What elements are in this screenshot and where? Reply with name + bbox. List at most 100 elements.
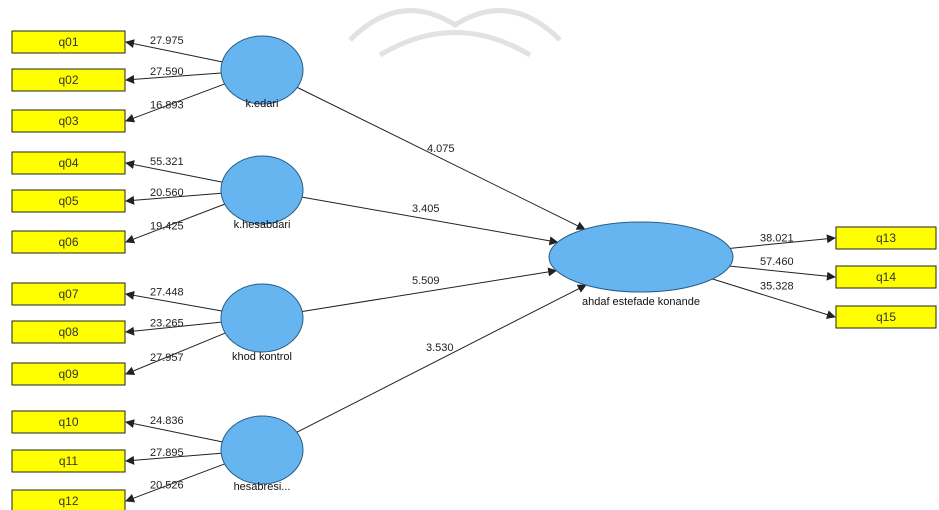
construct-ellipse-hesabresi <box>220 415 304 485</box>
loading-label-q06: 19.425 <box>150 221 184 233</box>
indicator-label-q08: q08 <box>58 325 78 339</box>
indicator-label-q10: q10 <box>58 415 78 429</box>
loading-arrow-q09 <box>125 332 226 376</box>
construct-ellipse-ahdaf <box>548 221 734 293</box>
loading-label-q01: 27.975 <box>150 35 184 47</box>
indicator-label-q09: q09 <box>58 367 78 381</box>
loading-arrow-q03 <box>125 83 225 123</box>
indicator-label-q12: q12 <box>58 494 78 508</box>
indicator-rect-q11 <box>11 449 126 473</box>
construct-label-khod_kontrol: khod kontrol <box>232 351 292 363</box>
loading-label-q11: 27.895 <box>150 447 184 459</box>
indicator-box-q15[interactable]: q15 <box>835 305 937 329</box>
path-coefficient-hesabresi: 3.530 <box>426 342 454 354</box>
indicator-label-q03: q03 <box>58 114 78 128</box>
construct-ellipse-khod_kontrol <box>220 283 304 353</box>
construct-label-ahdaf: ahdaf estefade konande <box>582 296 700 308</box>
indicator-box-q02[interactable]: q02 <box>11 68 126 92</box>
path-coefficient-k_hesabdari: 3.405 <box>412 203 440 215</box>
indicator-box-q14[interactable]: q14 <box>835 265 937 289</box>
loading-arrow-q14 <box>729 265 836 281</box>
path-coefficient-k_edari: 4.075 <box>427 143 455 155</box>
loading-arrow-q11 <box>125 452 222 465</box>
loading-arrow-q02 <box>125 72 222 84</box>
indicator-rect-q05 <box>11 189 126 213</box>
indicator-rect-q09 <box>11 362 126 386</box>
loading-arrow-q05 <box>125 192 222 205</box>
indicator-box-q11[interactable]: q11 <box>11 449 126 473</box>
loading-label-q13: 38.021 <box>760 232 794 244</box>
indicator-rect-q07 <box>11 282 126 306</box>
loading-label-q14: 57.460 <box>760 256 794 268</box>
construct-label-k_edari: k.edari <box>245 98 278 110</box>
indicator-box-q03[interactable]: q03 <box>11 109 126 133</box>
indicator-label-q14: q14 <box>876 270 896 284</box>
indicator-label-q15: q15 <box>876 310 896 324</box>
indicator-rect-q15 <box>835 305 937 329</box>
construct-label-hesabresi: hesabresi... <box>234 481 291 493</box>
loading-arrow-q13 <box>730 234 836 249</box>
path-arrow-khod_kontrol <box>302 267 558 313</box>
loading-arrow-q15 <box>712 278 836 319</box>
loading-arrow-q12 <box>125 463 225 503</box>
indicator-box-q04[interactable]: q04 <box>11 151 126 175</box>
path-coefficient-khod_kontrol: 5.509 <box>412 275 440 287</box>
indicator-box-q06[interactable]: q06 <box>11 230 126 254</box>
loading-label-q02: 27.590 <box>150 66 184 78</box>
construct-label-k_hesabdari: k.hesabdari <box>234 219 291 231</box>
indicator-rect-q08 <box>11 320 126 344</box>
loading-arrow-q10 <box>125 419 223 443</box>
loading-label-q15: 35.328 <box>760 281 794 293</box>
construct-ahdaf[interactable]: ahdaf estefade konande <box>548 221 734 308</box>
indicator-box-q05[interactable]: q05 <box>11 189 126 213</box>
indicator-label-q11: q11 <box>59 454 78 468</box>
indicator-box-q07[interactable]: q07 <box>11 282 126 306</box>
indicator-box-q09[interactable]: q09 <box>11 362 126 386</box>
indicator-box-q13[interactable]: q13 <box>835 226 937 250</box>
indicator-box-q10[interactable]: q10 <box>11 410 126 434</box>
loading-label-q07: 27.448 <box>150 286 184 298</box>
indicator-box-q08[interactable]: q08 <box>11 320 126 344</box>
loading-arrow-q07 <box>125 290 222 312</box>
indicator-label-q13: q13 <box>876 231 896 245</box>
loading-arrow-q04 <box>125 160 223 183</box>
indicator-rect-q06 <box>11 230 126 254</box>
watermark-logo <box>348 8 562 58</box>
loading-label-q10: 24.836 <box>150 415 184 427</box>
indicator-rect-q01 <box>11 30 126 54</box>
indicator-label-q04: q04 <box>58 156 78 170</box>
path-arrow-hesabresi <box>296 284 587 433</box>
indicator-label-q05: q05 <box>58 194 78 208</box>
loading-label-q03: 16.893 <box>150 100 184 112</box>
indicator-rect-q10 <box>11 410 126 434</box>
indicator-label-q01: q01 <box>58 35 78 49</box>
indicator-rect-q12 <box>11 489 126 510</box>
indicator-rect-q03 <box>11 109 126 133</box>
construct-k_edari[interactable]: k.edari <box>220 35 304 110</box>
indicator-rect-q04 <box>11 151 126 175</box>
loading-label-q08: 23.265 <box>150 317 184 329</box>
loading-arrow-q06 <box>125 203 225 244</box>
loading-label-q09: 27.957 <box>150 352 184 364</box>
loading-arrow-q01 <box>125 39 223 63</box>
loading-label-q12: 20.526 <box>150 480 184 492</box>
loading-label-q04: 55.321 <box>150 156 184 168</box>
indicator-rect-q02 <box>11 68 126 92</box>
construct-ellipse-k_hesabdari <box>220 155 304 225</box>
indicator-rect-q13 <box>835 226 937 250</box>
indicator-label-q07: q07 <box>58 287 78 301</box>
construct-ellipse-k_edari <box>220 35 304 105</box>
indicator-label-q06: q06 <box>58 235 78 249</box>
indicator-label-q02: q02 <box>58 73 78 87</box>
construct-k_hesabdari[interactable]: k.hesabdari <box>220 155 304 231</box>
indicator-rect-q14 <box>835 265 937 289</box>
path-arrow-k_hesabdari <box>302 196 559 246</box>
construct-khod_kontrol[interactable]: khod kontrol <box>220 283 304 363</box>
construct-hesabresi[interactable]: hesabresi... <box>220 415 304 493</box>
path-arrow-k_edari <box>297 86 586 230</box>
indicator-box-q01[interactable]: q01 <box>11 30 126 54</box>
loading-label-q05: 20.560 <box>150 187 184 199</box>
indicator-box-q12[interactable]: q12 <box>11 489 126 510</box>
loading-arrow-q08 <box>125 321 222 336</box>
